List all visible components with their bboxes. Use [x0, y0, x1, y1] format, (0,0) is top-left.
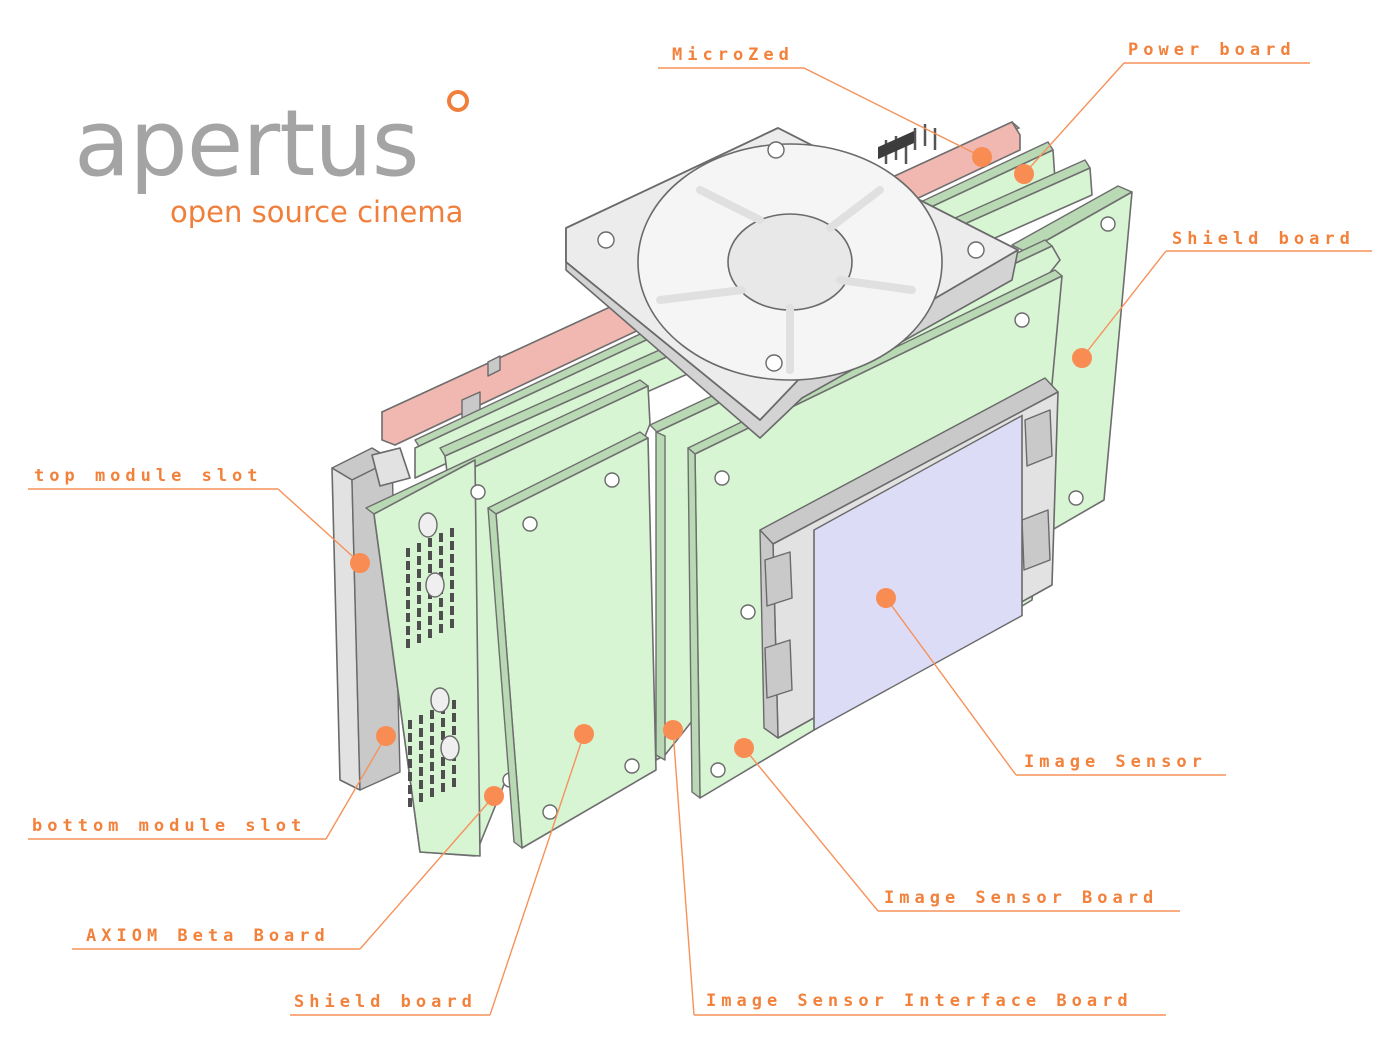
vent-slot — [417, 595, 421, 604]
vent-slot — [417, 634, 421, 643]
logo-ring-icon — [447, 90, 469, 112]
vent-slot — [450, 606, 454, 615]
label-shield-board-right: Shield board — [1172, 229, 1355, 249]
vent-slot — [452, 778, 456, 787]
callout-labels: MicroZed Power board Shield board top mo… — [32, 40, 1355, 1012]
vent-slot — [441, 718, 445, 727]
vent-slot — [417, 582, 421, 591]
vent-slot — [430, 736, 434, 745]
label-image-sensor-interface-board: Image Sensor Interface Board — [706, 991, 1133, 1011]
vent-slot — [406, 600, 410, 609]
vent-slot — [452, 713, 456, 722]
vent-slot — [419, 793, 423, 802]
vent-slot — [406, 574, 410, 583]
label-bottom-module-slot: bottom module slot — [32, 816, 306, 836]
vent-slot — [450, 567, 454, 576]
header-pins — [878, 124, 937, 164]
vent-slot — [408, 733, 412, 742]
vent-slot — [450, 528, 454, 537]
vent-slot — [408, 759, 412, 768]
vent-slot — [428, 616, 432, 625]
vent-slot — [428, 564, 432, 573]
shield-board-left — [487, 431, 657, 849]
vent-slot — [430, 723, 434, 732]
vent-slot — [417, 569, 421, 578]
vent-slot — [419, 754, 423, 763]
label-shield-board-left: Shield board — [294, 992, 477, 1012]
vent-slot — [452, 765, 456, 774]
vent-slot — [441, 731, 445, 740]
vent-slot — [439, 559, 443, 568]
vent-slot — [428, 603, 432, 612]
vent-slot — [428, 551, 432, 560]
vent-slot — [406, 548, 410, 557]
vent-slot — [430, 710, 434, 719]
vent-slot — [441, 757, 445, 766]
label-power-board: Power board — [1128, 40, 1296, 60]
label-image-sensor-board: Image Sensor Board — [884, 888, 1158, 908]
vent-slot — [419, 780, 423, 789]
axiom-beta-hardware — [331, 120, 1133, 857]
vent-slot — [408, 720, 412, 729]
vent-slot — [430, 788, 434, 797]
vent-slot — [450, 593, 454, 602]
vent-slot — [450, 580, 454, 589]
leader-lines — [28, 62, 1372, 1016]
standoff — [425, 572, 445, 598]
image-sensor-chip — [813, 414, 1023, 732]
label-axiom-beta-board: AXIOM Beta Board — [86, 926, 330, 946]
vent-slot — [408, 798, 412, 807]
fan-blades-icon — [656, 186, 916, 374]
label-image-sensor: Image Sensor — [1024, 752, 1207, 772]
vent-slot — [408, 772, 412, 781]
vent-slot — [439, 546, 443, 555]
vent-slot — [406, 626, 410, 635]
vent-slot — [419, 767, 423, 776]
vent-slot — [417, 543, 421, 552]
vent-slot — [439, 533, 443, 542]
vent-slot — [417, 556, 421, 565]
vent-slot — [419, 741, 423, 750]
label-microzed: MicroZed — [672, 45, 794, 65]
vent-slot — [439, 611, 443, 620]
logo-tagline: open source cinema — [170, 195, 463, 229]
vent-slot — [406, 587, 410, 596]
vent-slot — [430, 762, 434, 771]
standoff — [440, 735, 460, 761]
vent-slot — [406, 639, 410, 648]
vent-slot — [419, 715, 423, 724]
vent-slot — [439, 624, 443, 633]
vent-slot — [441, 783, 445, 792]
module-slot-rails — [331, 447, 411, 791]
vent-slot — [452, 726, 456, 735]
vent-slot — [430, 749, 434, 758]
standoff — [418, 512, 438, 538]
label-top-module-slot: top module slot — [34, 466, 263, 486]
vent-slot — [450, 541, 454, 550]
vent-slot — [417, 621, 421, 630]
apertus-logo: apertus open source cinema — [74, 90, 469, 229]
vent-slot — [428, 538, 432, 547]
vent-slot — [450, 554, 454, 563]
vent-slot — [441, 770, 445, 779]
vent-slot — [406, 613, 410, 622]
logo-brand: apertus — [74, 90, 419, 197]
vent-grid — [406, 512, 460, 807]
vent-slot — [408, 746, 412, 755]
vent-slot — [419, 728, 423, 737]
vent-slot — [428, 629, 432, 638]
vent-slot — [430, 775, 434, 784]
vent-slot — [439, 598, 443, 607]
vent-slot — [450, 619, 454, 628]
vent-slot — [452, 700, 456, 709]
vent-slot — [417, 608, 421, 617]
cooling-fan — [565, 127, 1019, 439]
standoff — [430, 687, 450, 713]
vent-slot — [406, 561, 410, 570]
vent-slot — [408, 785, 412, 794]
